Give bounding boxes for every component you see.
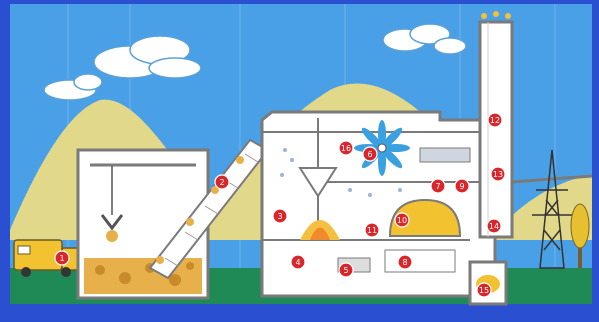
step-number-label: 10 — [397, 216, 407, 225]
step-number-label: 6 — [367, 150, 372, 159]
step-number-label: 13 — [493, 170, 503, 179]
step-number-label: 3 — [277, 212, 282, 221]
step-number-label: 8 — [402, 258, 407, 267]
step-number-label: 1 — [59, 254, 64, 263]
step-number-label: 15 — [479, 286, 489, 295]
step-number-label: 2 — [219, 178, 224, 187]
step-number-label: 7 — [435, 182, 440, 191]
step-number-label: 9 — [459, 182, 464, 191]
step-number-label: 5 — [343, 266, 348, 275]
step-number-label: 14 — [489, 222, 499, 231]
fan-icon — [354, 120, 410, 176]
step-number-label: 16 — [341, 144, 351, 153]
step-number-label: 12 — [490, 116, 500, 125]
step-number-label: 11 — [367, 226, 377, 235]
step-number-label: 4 — [295, 258, 300, 267]
